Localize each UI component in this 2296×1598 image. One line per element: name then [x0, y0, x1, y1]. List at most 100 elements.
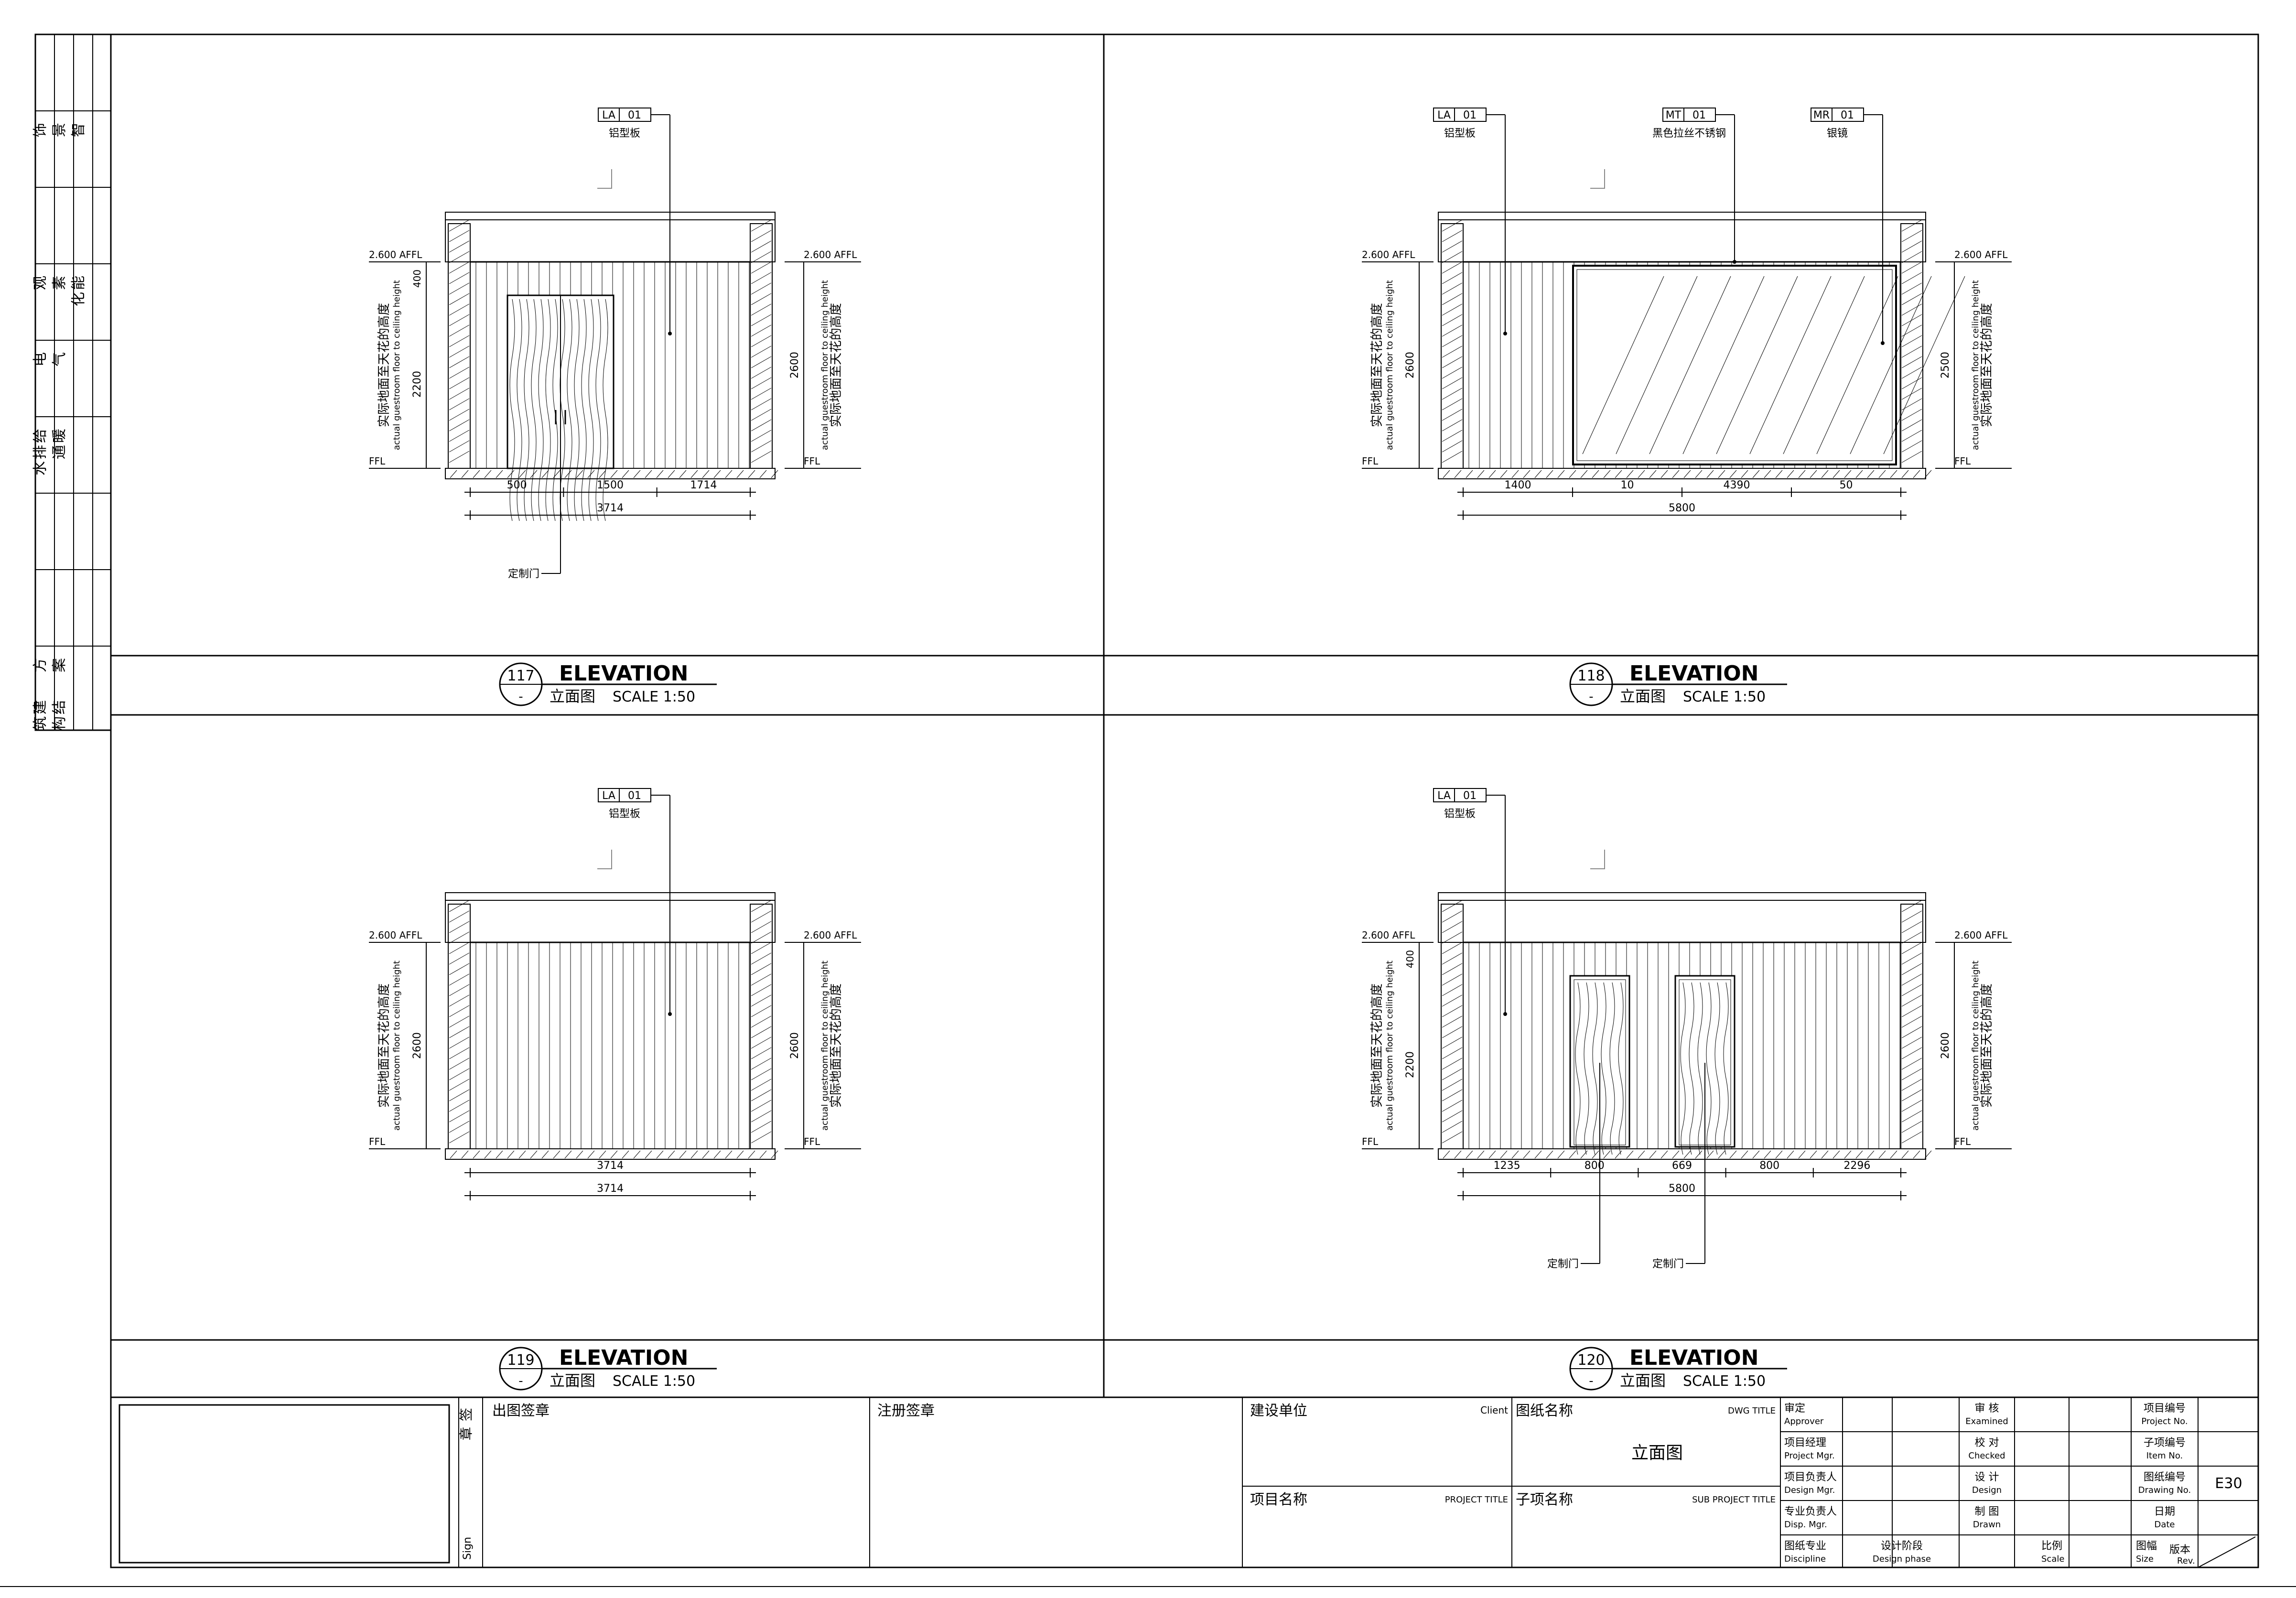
slab-hatch	[1557, 470, 1565, 478]
role2-cn: 设 计	[1975, 1471, 1999, 1483]
column-hatch	[1442, 1047, 1463, 1059]
slab-hatch	[1454, 1150, 1462, 1159]
slab-hatch	[1672, 470, 1680, 478]
door-grain	[1680, 982, 1686, 1155]
material-tag-code: MT	[1666, 109, 1682, 121]
sign-char: 签	[458, 1408, 474, 1421]
dwg-title-en: DWG TITLE	[1728, 1406, 1776, 1416]
slab-hatch	[1752, 1150, 1760, 1159]
door-grain	[524, 299, 529, 521]
slab-hatch	[702, 470, 710, 478]
column-hatch	[449, 261, 470, 274]
mirror-reflection	[1816, 276, 1898, 454]
material-tag-name: 黑色拉丝不锈钢	[1652, 128, 1726, 140]
slab-hatch	[679, 1150, 687, 1159]
column-hatch	[449, 419, 470, 432]
slab-hatch	[518, 470, 526, 478]
dim-value: 2296	[1843, 1160, 1870, 1172]
column-hatch	[449, 346, 470, 358]
column-hatch	[751, 1026, 772, 1038]
column-hatch	[1901, 293, 1922, 305]
door-grain	[1706, 982, 1712, 1155]
panel-scale: SCALE 1:50	[1683, 1373, 1766, 1390]
slab-hatch	[1466, 470, 1473, 478]
bulkhead-top	[445, 892, 776, 901]
strip-discipline-char: 方	[32, 658, 49, 672]
column-hatch	[1901, 1015, 1922, 1028]
slab-hatch	[1855, 1150, 1863, 1159]
column-hatch	[1442, 356, 1463, 368]
dim-total-value: 5800	[1669, 1183, 1695, 1195]
slab-hatch	[1557, 1150, 1565, 1159]
strip-discipline-char: 景	[51, 123, 68, 137]
slab-hatch	[690, 1150, 698, 1159]
slab-hatch	[748, 1150, 755, 1159]
column-hatch	[751, 303, 772, 316]
side-note-en: actual guestroom floor to ceiling height	[1385, 961, 1395, 1131]
column-hatch	[1901, 1037, 1922, 1049]
slab-hatch	[1924, 470, 1932, 478]
side-note-en: actual guestroom floor to ceiling height	[392, 961, 402, 1131]
role-cn: 审定	[1784, 1403, 1805, 1414]
slab-hatch	[461, 1150, 469, 1159]
side-note-cn: 实际地面至天花的高度	[829, 303, 843, 427]
strip-discipline-char: 结	[51, 700, 68, 714]
role-cn: 专业负责人	[1784, 1506, 1837, 1518]
column-hatch	[751, 1068, 772, 1080]
slab-hatch	[1592, 1150, 1599, 1159]
column-hatch	[751, 346, 772, 358]
slab-hatch	[736, 1150, 744, 1159]
slab-hatch	[1466, 1150, 1473, 1159]
dim-value: 1235	[1494, 1160, 1520, 1172]
strip-discipline-char: 排	[32, 445, 49, 459]
slab-hatch	[1569, 470, 1576, 478]
sub-project-label: 子项名称	[1516, 1491, 1573, 1508]
column-hatch	[751, 942, 772, 954]
column-hatch	[1901, 240, 1922, 253]
slab-hatch	[576, 1150, 583, 1159]
slab-hatch	[1660, 470, 1668, 478]
column-hatch	[1442, 388, 1463, 400]
column-hatch	[449, 303, 470, 316]
slab-hatch	[1741, 1150, 1748, 1159]
slab-hatch	[1523, 1150, 1531, 1159]
column-hatch	[1901, 1131, 1922, 1144]
side-note-en: actual guestroom floor to ceiling height	[820, 961, 830, 1131]
slab-hatch	[759, 470, 767, 478]
sign-char: 章	[458, 1427, 474, 1440]
dim-value: 2200	[1404, 1051, 1416, 1078]
column-hatch	[1901, 1058, 1922, 1070]
column-hatch	[1442, 931, 1463, 944]
column-hatch	[1901, 356, 1922, 368]
column-hatch	[1901, 1005, 1922, 1017]
slab-hatch	[1775, 470, 1783, 478]
column-hatch	[449, 335, 470, 347]
column-hatch	[1442, 994, 1463, 1007]
panel-number: 118	[1577, 668, 1605, 684]
role-en: Project Mgr.	[1784, 1451, 1835, 1461]
slab-hatch	[645, 470, 652, 478]
slab-hatch	[507, 470, 515, 478]
slab-hatch	[1810, 1150, 1817, 1159]
column-hatch	[1901, 388, 1922, 400]
column-hatch	[1442, 293, 1463, 305]
column-hatch	[1901, 314, 1922, 326]
slab-hatch	[645, 1150, 652, 1159]
slab-hatch	[1443, 1150, 1450, 1159]
door-grain	[1592, 982, 1598, 1155]
role2-en: Design phase	[1873, 1554, 1931, 1564]
column-hatch	[1442, 1079, 1463, 1091]
size-en: Size	[2136, 1554, 2154, 1564]
side-note-cn: 实际地面至天花的高度	[1370, 303, 1384, 427]
slab-hatch	[1626, 1150, 1634, 1159]
column-hatch	[751, 952, 772, 965]
out-stamp-label: 出图签章	[492, 1403, 550, 1419]
column-hatch	[449, 994, 470, 1007]
slab-hatch	[656, 1150, 664, 1159]
column-hatch	[751, 377, 772, 389]
role2-en: Examined	[1965, 1416, 2008, 1426]
column-hatch	[1442, 952, 1463, 965]
column-hatch	[1442, 1110, 1463, 1123]
